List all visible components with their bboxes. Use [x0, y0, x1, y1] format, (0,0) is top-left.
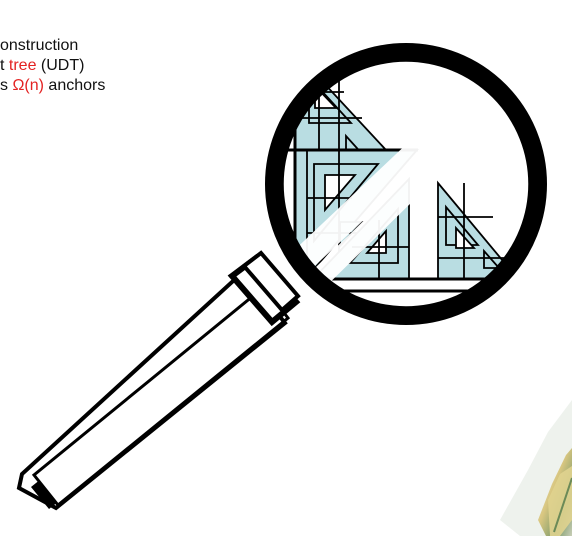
magnifier-handle — [19, 253, 298, 509]
device-photo-corner — [500, 400, 572, 536]
